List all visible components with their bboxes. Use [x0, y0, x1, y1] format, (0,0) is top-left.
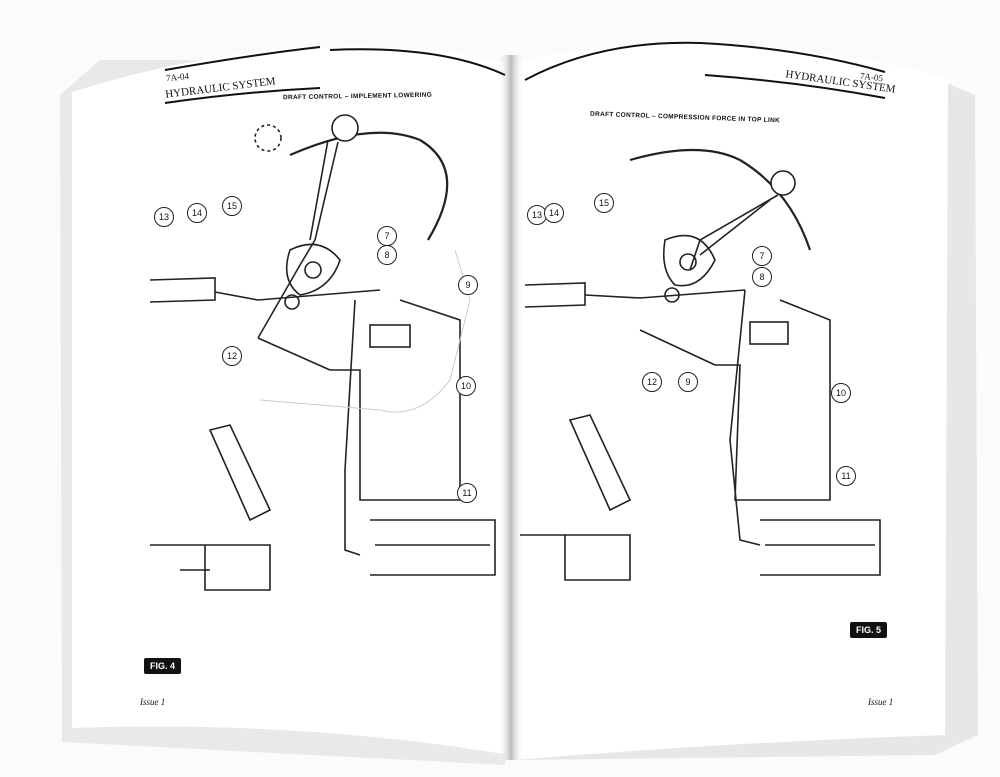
callout: 7 — [377, 226, 397, 246]
callout: 12 — [222, 346, 242, 366]
left-figure-label: FIG. 4 — [144, 658, 182, 674]
callout: 15 — [222, 196, 242, 216]
right-footer: Issue 1 — [868, 697, 894, 707]
callout: 8 — [752, 267, 772, 287]
callout: 12 — [642, 372, 662, 392]
callout: 9 — [458, 275, 478, 295]
callout: 8 — [377, 245, 397, 265]
callout: 15 — [594, 193, 614, 213]
callout: 14 — [187, 203, 207, 223]
callout: 13 — [154, 207, 174, 227]
right-diagram — [520, 148, 881, 581]
callout: 7 — [752, 246, 772, 266]
callout: 11 — [836, 466, 856, 486]
right-figure-label: FIG. 5 — [850, 622, 888, 638]
left-diagram — [149, 114, 496, 591]
callout: 10 — [456, 376, 476, 396]
right-page — [512, 44, 948, 761]
callout: 10 — [831, 383, 851, 403]
left-page — [72, 46, 510, 756]
callout: 14 — [544, 203, 564, 223]
left-footer: Issue 1 — [140, 697, 166, 707]
callout: 11 — [457, 483, 477, 503]
callout: 9 — [678, 372, 698, 392]
